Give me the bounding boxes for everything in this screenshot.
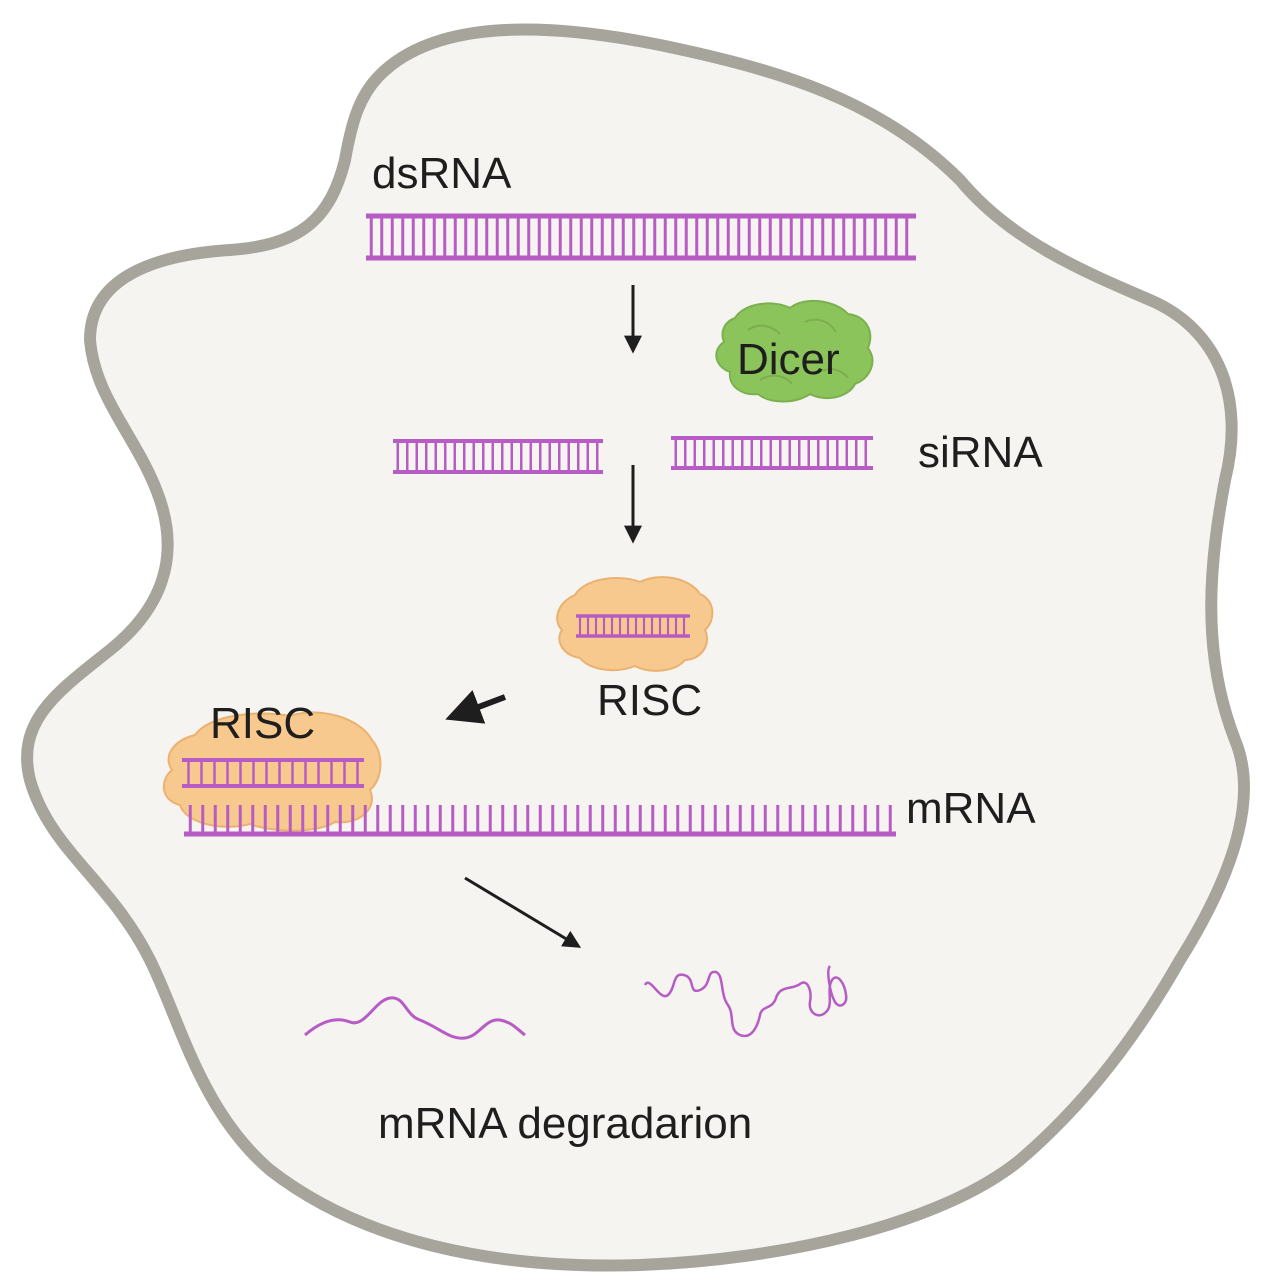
dicer-enzyme: Dicer bbox=[715, 299, 874, 403]
risc-label: RISC bbox=[597, 676, 702, 725]
risc-bound-sirna-strand bbox=[182, 758, 364, 788]
risc-mrna-complex: RISC mRNA bbox=[162, 699, 1036, 837]
sirna-label: siRNA bbox=[918, 428, 1043, 477]
risc-blob bbox=[556, 576, 714, 672]
arrow-to-degradation bbox=[464, 876, 582, 948]
risc-bound-label: RISC bbox=[210, 699, 315, 748]
risc-sirna-strand bbox=[576, 614, 690, 638]
sirna-fragment-left bbox=[393, 439, 603, 474]
arrow-risc-to-mrna bbox=[445, 689, 507, 724]
degraded-mrna-fragment-left bbox=[304, 996, 526, 1040]
risc-complex: RISC bbox=[556, 576, 714, 725]
mrna-strand bbox=[184, 805, 896, 837]
risc-bound-blob bbox=[162, 711, 382, 832]
dicer-label: Dicer bbox=[737, 335, 840, 384]
sirna-fragment-right bbox=[671, 436, 873, 470]
dsrna-label: dsRNA bbox=[372, 149, 512, 198]
dsrna-strand bbox=[366, 213, 916, 261]
degradation-label: mRNA degradarion bbox=[378, 1099, 752, 1148]
mrna-label: mRNA bbox=[906, 784, 1036, 833]
degraded-mrna-fragment-right bbox=[643, 965, 848, 1038]
